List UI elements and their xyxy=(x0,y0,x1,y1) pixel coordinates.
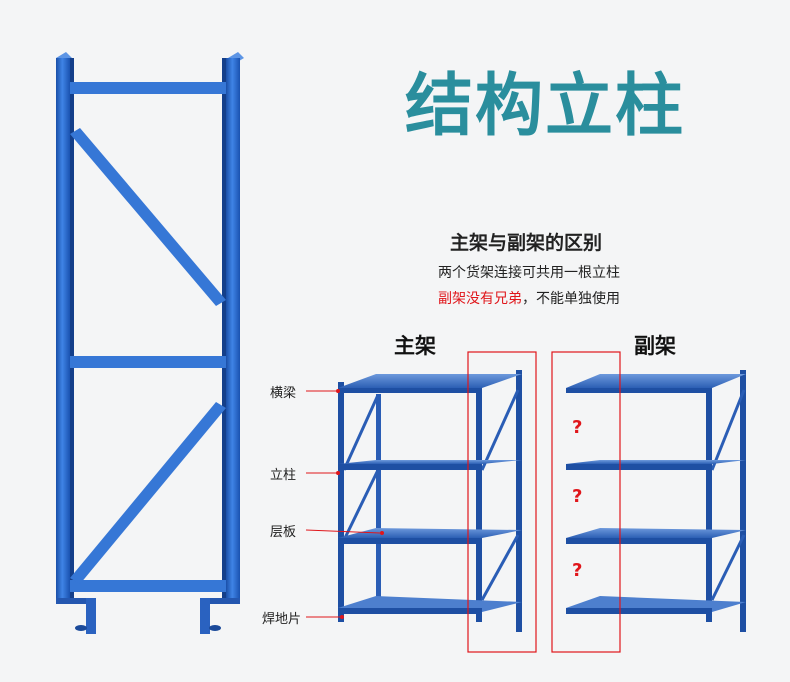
main-rack-label: 主架 xyxy=(394,334,436,358)
main-rack xyxy=(338,351,537,653)
callout-lines xyxy=(305,390,381,618)
sub-rack xyxy=(551,351,746,653)
question-mark: ? xyxy=(572,417,583,438)
page-title: 结构立柱 xyxy=(405,67,686,146)
section-subtitle: 主架与副架的区别 xyxy=(450,232,603,254)
callout-dots xyxy=(336,389,384,619)
upright-frame xyxy=(56,52,244,634)
question-mark: ? xyxy=(572,486,583,507)
callout-foot-plate: 焊地片 xyxy=(262,612,302,627)
description-line-2: 副架没有兄弟，不能单独使用 xyxy=(438,288,620,308)
description-line-1: 两个货架连接可共用一根立柱 xyxy=(438,265,620,281)
callout-shelf-board: 层板 xyxy=(270,525,297,540)
sub-rack-label: 副架 xyxy=(634,334,676,358)
callout-beam: 横梁 xyxy=(270,386,297,401)
description-rest: ，不能单独使用 xyxy=(522,291,620,307)
callout-upright: 立柱 xyxy=(270,468,297,483)
description-highlight: 副架没有兄弟 xyxy=(438,291,522,307)
question-mark: ? xyxy=(572,560,583,581)
